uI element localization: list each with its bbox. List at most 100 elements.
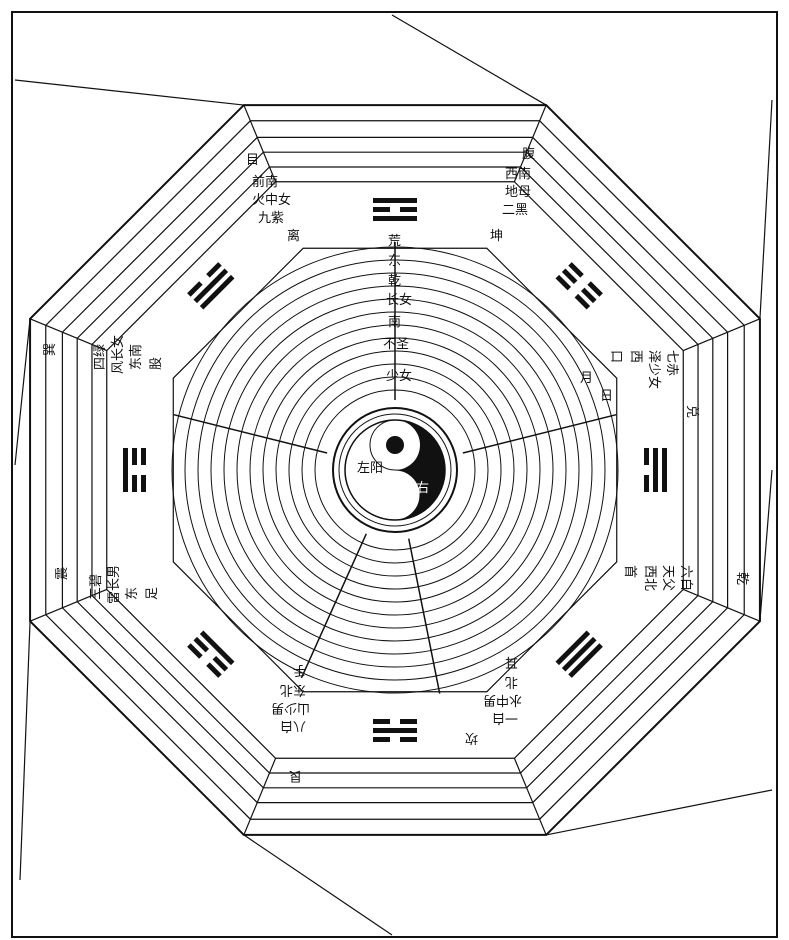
sector-line-north-4: 耳 (505, 654, 518, 669)
sector-line-east-3: 东 (125, 587, 140, 600)
sector-line-south-2: 火中女 (252, 192, 291, 208)
octagon-corner-line (514, 758, 546, 835)
sector-line-south-4: 目 (246, 153, 259, 168)
ring-mark-2: 月 (580, 371, 593, 386)
trigram-line-solid (653, 448, 658, 492)
trigram-west (644, 448, 667, 492)
octagon-corner-line (244, 105, 276, 182)
spoke-up-label-4: 长女 (386, 292, 412, 308)
sector-northeast: 八白 山少男 东北 手 艮 (271, 662, 310, 783)
octagon-corner-line (683, 319, 760, 351)
octagon-corner-line (683, 589, 760, 621)
trigram-line-solid (373, 728, 417, 733)
sector-line-north-2: 水中男 (483, 692, 522, 707)
sector-line-northeast-2: 山少男 (271, 700, 310, 715)
ring-mark-1: 日 (600, 389, 613, 404)
trigram-line-broken (400, 719, 417, 724)
taiji-symbol: 左阳 阴右 (333, 408, 457, 532)
sector-line-west-2: 泽少女 (646, 350, 662, 389)
frame-divider-line (244, 835, 392, 935)
sector-line-east-2: 雷长男 (107, 565, 122, 604)
trigram-line-broken (644, 448, 649, 465)
trigram-line-solid (373, 198, 417, 203)
sector-line-west-1: 七赤 (664, 350, 679, 376)
sector-name-southeast: 巽 (43, 343, 58, 356)
sector-line-southwest-2: 地母 (505, 185, 531, 200)
sector-name-north: 坎 (465, 730, 478, 745)
sector-line-southwest-4: 腹 (522, 146, 535, 162)
frame-divider-line (392, 15, 546, 105)
trigram-line-broken (141, 448, 146, 465)
spoke-up-label-3: 南 (388, 314, 401, 330)
trigram-line-solid (662, 448, 667, 492)
trigram-line-broken (373, 737, 390, 742)
yang-label: 左阳 (357, 461, 383, 476)
trigram-line-broken (644, 475, 649, 492)
concentric-rings (172, 242, 618, 694)
sector-line-southeast-3: 东南 (128, 344, 144, 370)
trigram-line-solid (123, 448, 128, 492)
spoke-up-label-6: 东 (388, 254, 401, 269)
spoke-up-label-2: 不圣 (383, 337, 409, 352)
sector-line-southwest-3: 西南 (505, 166, 531, 182)
sector-line-north-1: 一白 (492, 710, 518, 726)
yin-label: 阴右 (403, 481, 429, 496)
sector-name-northwest: 乾 (734, 572, 749, 585)
sector-line-south-3: 前南 (252, 174, 278, 190)
trigram-northeast (187, 631, 234, 678)
sector-southeast: 四绿 风长女 东南 股 巽 (43, 335, 164, 374)
sector-line-southeast-2: 风长女 (110, 335, 126, 374)
trigram-line-broken (141, 475, 146, 492)
trigram-north (373, 719, 417, 742)
yang-dot (386, 436, 404, 454)
frame-divider-line (760, 470, 772, 621)
trigram-line-broken (373, 719, 390, 724)
trigram-line-broken (132, 448, 137, 465)
sector-name-southwest: 坤 (490, 229, 503, 244)
frame-divider-line (546, 790, 772, 835)
sector-west: 七赤 泽少女 西 口 兑 (608, 350, 699, 418)
sector-southwest: 坤 二黑 地母 西南 腹 (490, 146, 535, 244)
spoke-up-label-1: 少女 (386, 368, 412, 384)
ray-spoke (463, 415, 616, 453)
trigram-line-broken (400, 737, 417, 742)
sector-line-southeast-4: 股 (149, 357, 164, 370)
trigram-line-broken (132, 475, 137, 492)
sector-line-east-4: 足 (145, 587, 160, 600)
sector-name-west: 兑 (684, 405, 699, 418)
frame-divider-line (15, 319, 30, 465)
sector-line-northwest-4: 首 (622, 565, 637, 578)
trigram-line-broken (400, 207, 417, 212)
frame-divider-line (760, 100, 772, 319)
octagon-corner-line (244, 758, 276, 835)
sector-line-west-4: 口 (608, 350, 623, 363)
spoke-up-label-5: 乾 (388, 274, 401, 289)
trigram-line-broken (373, 207, 390, 212)
trigram-northwest (556, 631, 603, 678)
sector-line-southwest-1: 二黑 (502, 203, 528, 218)
sector-line-north-3: 北 (505, 674, 518, 689)
trigram-southwest (556, 262, 603, 309)
sector-line-west-3: 西 (628, 350, 643, 363)
trigram-southeast (187, 262, 234, 309)
sector-line-south-1: 九紫 (258, 211, 284, 226)
spoke-up-label-7: 荒 (388, 234, 401, 249)
ray-spoke (301, 534, 366, 678)
frame-divider-line (20, 621, 30, 880)
sector-line-northeast-4: 手 (293, 662, 306, 677)
trigram-south (373, 198, 417, 221)
sector-line-northwest-2: 天父 (660, 565, 675, 591)
sector-line-northeast-1: 八白 (280, 718, 306, 734)
trigram-east (123, 448, 146, 492)
sector-north: 一白 水中男 北 耳 坎 (465, 654, 522, 745)
frame-divider-line (15, 80, 244, 105)
sector-line-east-1: 三碧 (89, 574, 104, 600)
sector-line-northeast-3: 东北 (280, 682, 306, 697)
sector-line-northwest-1: 六白 (678, 565, 694, 591)
sector-line-northwest-3: 西北 (642, 565, 657, 591)
sector-east: 三碧 雷长男 东 足 震 (55, 565, 160, 604)
sector-name-northeast: 艮 (289, 768, 302, 783)
sector-name-east: 震 (55, 567, 70, 580)
sector-name-south: 离 (287, 228, 300, 244)
